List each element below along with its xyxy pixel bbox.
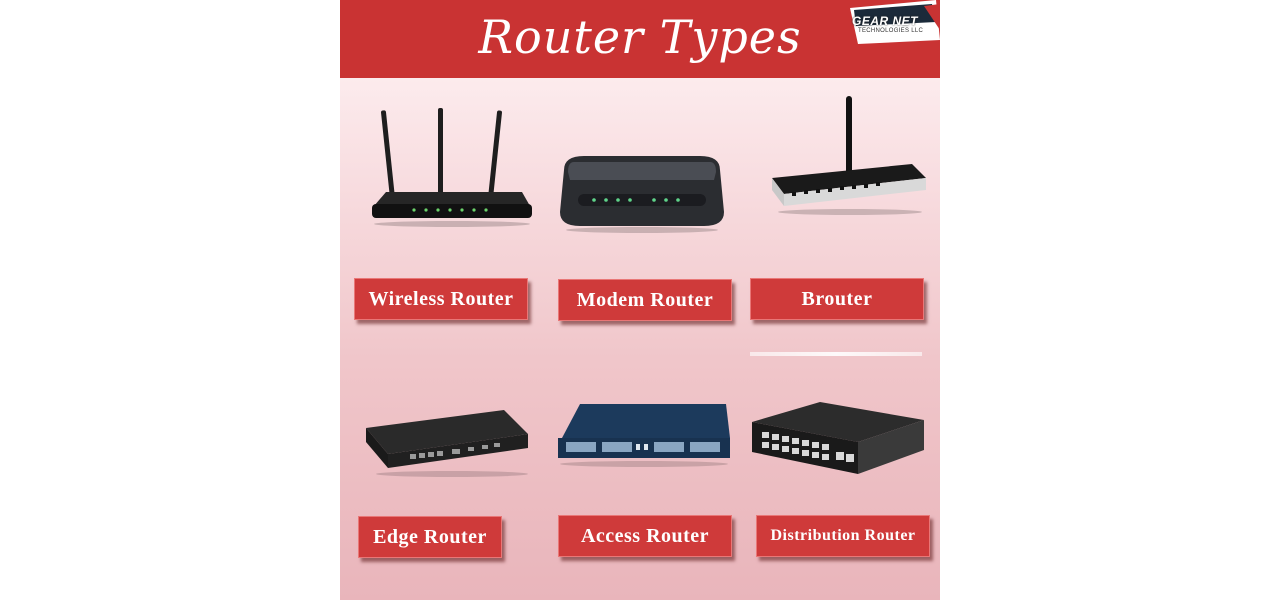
gearnet-logo-icon [850, 0, 940, 44]
brouter-label-text: Brouter [801, 287, 873, 310]
edge-router-label[interactable]: Edge Router [358, 516, 502, 558]
header-banner: Router Types [340, 0, 940, 78]
edge-router-icon [366, 410, 528, 477]
distribution-router-icon [752, 402, 924, 474]
edge-router-label-text: Edge Router [373, 525, 487, 548]
router-types-poster: Router Types GEAR NET TECHNOLOGIES LLC [340, 0, 940, 600]
modem-router-label-text: Modem Router [576, 288, 714, 311]
modem-router-label[interactable]: Modem Router [558, 279, 732, 321]
distribution-router-label[interactable]: Distribution Router [756, 515, 930, 557]
brouter-label[interactable]: Brouter [750, 278, 924, 320]
wireless-router-icon [372, 108, 532, 227]
logo-tagline: TECHNOLOGIES LLC [858, 28, 924, 34]
divider [750, 352, 922, 356]
access-router-label[interactable]: Access Router [558, 515, 732, 557]
distribution-router-label-text: Distribution Router [770, 527, 916, 544]
modem-router-icon [560, 156, 724, 233]
brouter-icon [772, 96, 926, 215]
logo-wordmark: GEAR NET [852, 14, 919, 28]
access-router-label-text: Access Router [580, 524, 710, 547]
page-title: Router Types [478, 10, 802, 64]
wireless-router-label[interactable]: Wireless Router [354, 278, 528, 320]
wireless-router-label-text: Wireless Router [368, 287, 514, 310]
access-router-icon [558, 404, 730, 467]
